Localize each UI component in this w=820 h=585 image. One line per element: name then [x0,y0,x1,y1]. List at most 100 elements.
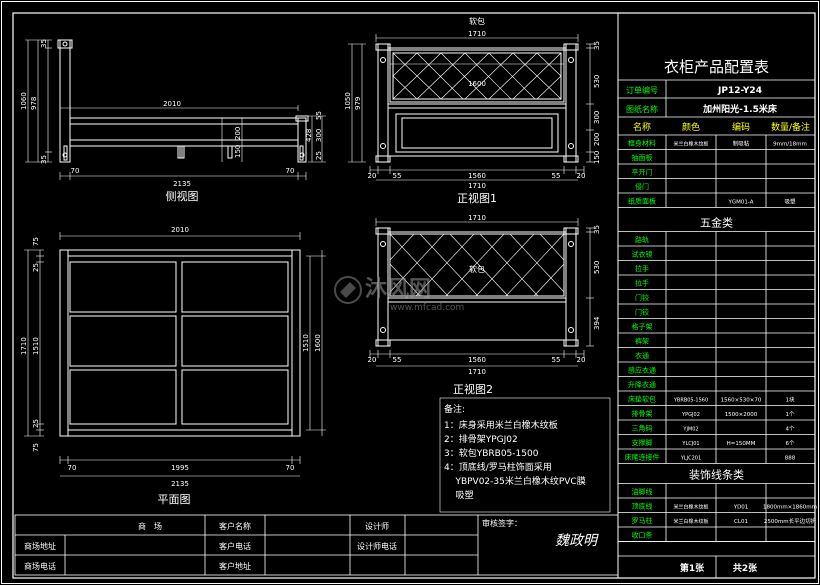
row-name: 收口条 [632,531,653,540]
dim-text: 20 [577,172,586,180]
dim-text: 978 [30,97,38,110]
order-no-value: JP12-Y24 [717,86,762,96]
dim-text: 55 [552,356,561,364]
plan-outer [59,249,301,437]
row-code: YGM01-A [728,200,754,206]
front-view-2 [375,227,579,347]
tb-label: 客户电话 [219,541,251,551]
row-name: 抽面板 [632,153,653,162]
dim-text: 1995 [171,464,189,472]
dim-text: 35 [593,225,601,234]
note-line: 3：软包YBRB05-1500 [444,447,539,459]
dim-text: 1710 [468,182,486,190]
dim-text: 300 [593,111,601,124]
dim-text: 2135 [171,480,189,488]
dim-text: 70 [286,167,295,175]
row-name: 升降衣通 [628,380,656,389]
tb-label: 商 场 [138,521,162,531]
note-line: YBPV02-35米兰白橡木纹PVC膜 [444,475,586,487]
row-name: 罗马柱 [632,516,653,525]
dim-text: 150 [593,151,601,164]
row-name: 格子架 [632,322,653,331]
dim-text: 1060 [20,92,28,110]
note-line: 1：床身采用米兰白橡木纹板 [444,419,558,431]
page-label: 第1张 [680,562,705,574]
plan-view-dims [24,232,326,477]
watermark-logo: 沐风网 www.mfcad.com [334,276,464,313]
row-qty: 888 [785,456,796,462]
row-qty: 1个 [786,411,795,418]
dim-text: 1710 [468,368,486,376]
svg-text:沐风网: 沐风网 [365,277,431,302]
front1-lower-panel [395,113,559,153]
dim-text: 20 [368,356,377,364]
row-color: 米兰白橡木纹板 [673,141,708,148]
dim-text: 1710 [20,337,28,355]
front2-right-post [565,227,577,347]
dim-text: 70 [71,167,80,175]
row-name: 试衣镜 [632,250,653,259]
row-qty: 1块 [786,396,795,404]
row-name: 门铰 [635,293,649,302]
row-name: 拉手 [635,279,649,288]
dim-text: 20 [368,172,377,180]
note-line: 4：顶底线/罗马柱饰面采用 [444,461,552,473]
front-view-2-title: 正视图2 [453,382,493,396]
review-sign-label: 审核签字： [482,518,522,528]
row-name: 框身材料 [628,139,656,148]
soft-pack-label: 软包 [469,264,485,274]
dim-text: 150 [234,145,242,158]
config-table-frame [617,12,816,579]
front-view-2-dim-text: 1710 软包 35 530 394 20 55 1560 55 20 1710 [368,214,601,376]
column-header: 编码 [732,121,750,133]
row-name: 顶底线 [632,502,653,511]
dim-text: 35 [593,41,601,50]
front2-upholstered-panel [389,233,565,297]
row-qty: 2500mm长平边切折 [764,517,817,525]
tb-label: 客户地址 [219,561,251,571]
dim-text: 1710 [468,214,486,222]
dim-text: 394 [593,316,601,330]
front1-left-post [377,43,389,163]
row-qty: 1800mm×1860mm [763,505,817,511]
dim-text: 1510 [302,334,310,352]
plan-view-dim-text: 2010 1710 1510 1510 1600 75 25 25 75 70 … [20,226,322,488]
row-name: 门铰 [635,308,649,317]
dim-text: 25 [32,263,40,272]
row-color: 米兰白橡木纹板 [673,504,708,511]
dim-text: 1600 [468,80,486,88]
row-color: YLCJ01 [681,441,699,447]
row-name: 床垫软包 [628,395,656,404]
row-name: 衣通 [635,351,649,360]
dim-text: 200 [234,127,242,140]
title-block [14,514,619,576]
side-head-cap [57,39,73,49]
dim-text: 75 [32,237,40,246]
dim-text: 55 [393,172,402,180]
hardware-section-title: 五金类 [700,216,733,230]
row-color: YLJC201 [680,456,701,462]
row-color: YBRB05-1560 [673,398,708,404]
dim-text: 428 [305,129,313,142]
row-code: 1560×530×70 [721,398,762,404]
tb-label: 设计师电话 [357,541,397,551]
tb-label: 商场地址 [24,541,56,551]
drawing-name-label: 图纸名称 [626,104,658,114]
row-name: 三角码 [632,424,653,433]
dim-text: 55 [315,111,323,120]
column-header: 颜色 [682,121,700,133]
row-qty: 吸塑 [784,198,796,206]
dim-text: 1600 [314,334,322,352]
row-name: 平开门 [632,168,653,177]
row-qty: 6个 [786,440,795,447]
dim-text: 70 [68,464,77,472]
front-view-1 [375,43,579,163]
drawing-name-value: 加州阳光-1.5米床 [702,103,778,115]
config-table-title: 衣柜产品配置表 [664,58,769,76]
dim-text: 25 [32,419,40,428]
plan-view [59,249,301,437]
front-view-2-dims [369,218,594,367]
